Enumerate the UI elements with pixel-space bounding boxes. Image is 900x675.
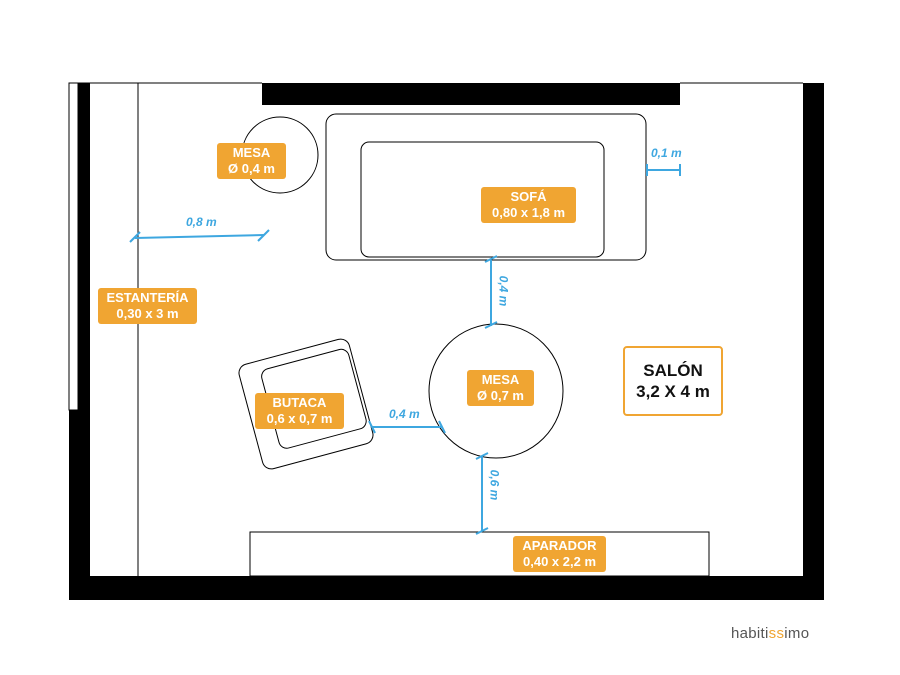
round-table-label: MESA Ø 0,7 m [467,370,534,406]
dim-shelf-sofa-text: 0,8 m [186,215,217,229]
window [68,82,79,411]
brand-prefix: habiti [731,625,769,642]
dim-table-sideboard-line [475,452,489,535]
armchair-size: 0,6 x 0,7 m [266,411,333,426]
sofa-size: 0,80 x 1,8 m [492,205,565,220]
shelf-size: 0,30 x 3 m [116,306,179,321]
room-title-box: SALÓN 3,2 X 4 m [623,346,723,416]
room-name: SALÓN [643,361,703,380]
sideboard-name: APARADOR [522,538,597,553]
sideboard-label: APARADOR 0,40 x 2,2 m [513,536,606,572]
dim-armchair-table-text: 0,4 m [389,407,420,421]
dim-shelf-sofa-line [129,229,270,243]
shelf-name: ESTANTERÍA [106,290,189,305]
small-table-size: Ø 0,4 m [228,161,275,176]
small-table-label: MESA Ø 0,4 m [217,143,286,179]
dim-armchair-table-line [368,420,446,434]
armchair-label: BUTACA 0,6 x 0,7 m [255,393,344,429]
sofa-name: SOFÁ [510,189,547,204]
brand-suffix: imo [784,625,810,642]
round-table-size: Ø 0,7 m [477,388,524,403]
wall-top-segment [262,83,680,105]
wall-left-lower [69,410,90,600]
small-table-name: MESA [232,145,271,160]
dim-sofa-table-line [484,255,498,329]
brand-dot: ss [768,625,785,642]
sofa-seat [360,141,605,258]
walls [69,83,824,600]
wall-bottom [69,576,824,600]
dim-sofa-table-text: 0,4 m [496,275,511,307]
dim-table-sideboard-text: 0,6 m [487,469,502,501]
sideboard-size: 0,40 x 2,2 m [523,554,596,569]
room-size: 3,2 X 4 m [636,382,710,401]
wall-left-upper [78,83,90,410]
wall-right [803,83,824,600]
sideboard-shape [249,531,710,577]
dim-sofa-wall-line [646,164,681,176]
round-table-name: MESA [481,372,520,387]
shelf-label: ESTANTERÍA 0,30 x 3 m [98,288,197,324]
dimension-lines [129,164,681,535]
armchair-name: BUTACA [272,395,327,410]
sofa-outer [325,113,647,261]
wall-outlines [68,82,803,411]
sofa-label: SOFÁ 0,80 x 1,8 m [481,187,576,223]
brand-logo: habitissimo [731,625,809,642]
dim-sofa-wall-text: 0,1 m [651,146,682,160]
